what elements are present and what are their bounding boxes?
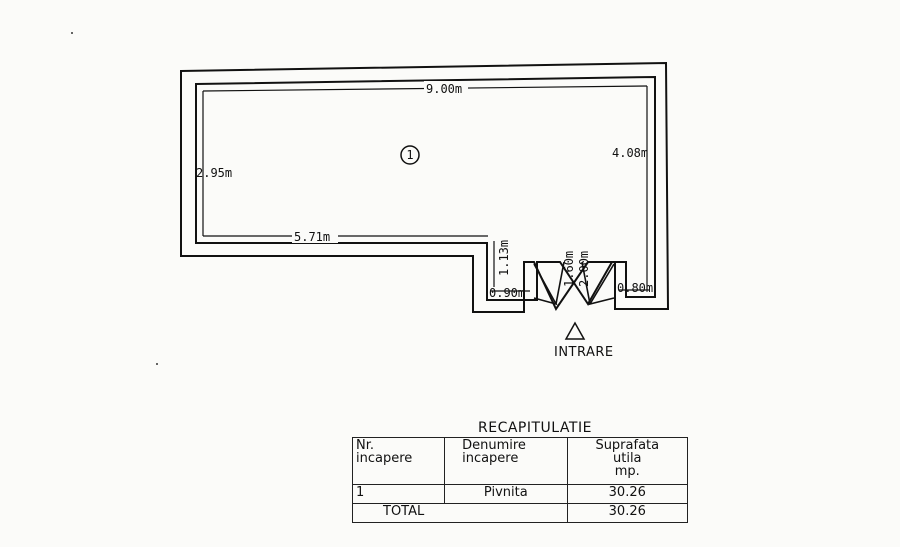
recap-header-row: Nr. incapere Denumire incapere Suprafata… [351,437,689,485]
recap-title: RECAPITULATIE [478,420,592,436]
cell-room-area: 30.26 [566,484,689,504]
dim-door-outer: 2.00m [577,251,591,287]
outer-wall [180,61,670,313]
scan-speck [71,32,73,34]
dim-right-pier: 0.80m [617,281,653,295]
dim-right-height: 4.08m [612,146,648,160]
room-marker-circle [400,145,420,165]
dim-step-height: 1.13m [497,240,511,276]
entrance-label: INTRARE [554,345,614,360]
dim-top-width: 9.00m [426,82,462,96]
table-row: 1 Pivnita 30.26 [351,484,689,504]
cell-room-name: Pivnita [444,484,568,504]
total-area: 30.26 [566,503,689,523]
recap-table: Nr. incapere Denumire incapere Suprafata… [351,437,689,523]
total-label: TOTAL [352,503,568,523]
door-swing [533,261,615,306]
cell-room-number: 1 [351,484,446,504]
header-room-name: Denumire incapere [444,437,568,485]
dim-door-inner: 1.60m [562,251,576,287]
scan-speck [156,363,158,365]
room-marker-number: 1 [406,148,413,162]
dim-bottom-left-width: 5.71m [294,230,330,244]
dim-left-height: 2.95m [196,166,232,180]
total-row: TOTAL 30.26 [352,503,689,523]
inner-wall [195,75,656,306]
entrance-arrow-icon [564,321,586,340]
header-area: Suprafata utila mp. [566,437,689,485]
dim-step-width: 0.90m [489,286,525,300]
header-room-number: Nr. incapere [351,437,446,485]
